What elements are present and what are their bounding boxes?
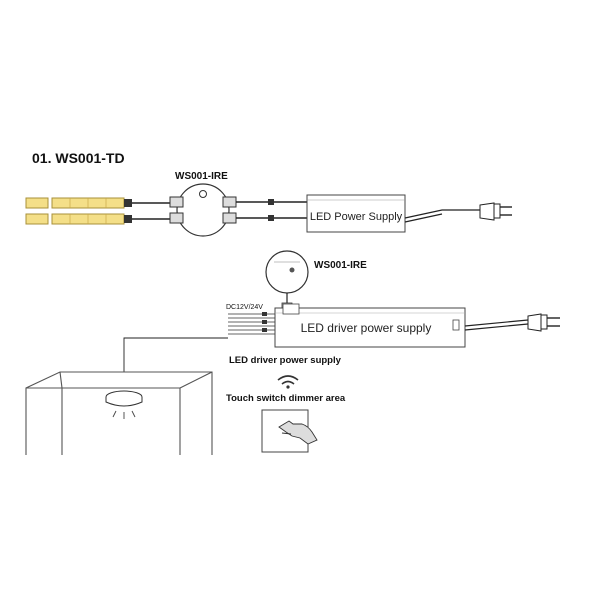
led-strip-segment [25, 197, 49, 209]
terminal-block [222, 212, 237, 224]
sensor-eye-icon [199, 190, 207, 198]
terminal-block [169, 196, 184, 208]
power-cord [404, 209, 480, 219]
output-connectors [262, 312, 267, 332]
hand-icon [278, 420, 318, 445]
puck-light [105, 390, 143, 407]
section-title: 01. WS001-TD [32, 150, 125, 166]
light-rays-icon [112, 410, 136, 419]
power-cord [464, 319, 529, 327]
psu2-label: LED driver power supply [301, 321, 432, 335]
light-wire [123, 337, 228, 372]
sensor-eye-icon [289, 267, 295, 273]
wire-connector [268, 215, 274, 221]
led-strips [25, 197, 132, 225]
power-cord [464, 323, 529, 331]
terminal-block [169, 212, 184, 224]
led-strip-connector [124, 215, 132, 223]
touch-panel [261, 409, 318, 453]
psu1-box [306, 194, 406, 233]
psu1-label: LED Power Supply [310, 211, 403, 223]
psu2-box [274, 303, 466, 348]
power-plug-icon [479, 202, 512, 221]
caption-driver: LED driver power supply [229, 355, 342, 366]
wire-connector [268, 199, 274, 205]
sensor2-label: WS001-IRE [314, 260, 367, 271]
led-strip-connector [124, 199, 132, 207]
sensor1-label: WS001-IRE [175, 171, 228, 182]
power-plug-icon [527, 313, 560, 332]
power-cord [404, 213, 443, 223]
cabinet-outline [25, 371, 213, 455]
voltage-label: DC12V/24V [226, 304, 263, 311]
caption-touch: Touch switch dimmer area [226, 393, 346, 404]
terminal-block [222, 196, 237, 208]
sensor2-module [265, 250, 309, 294]
output-leads [228, 313, 275, 335]
sensor1-module [169, 183, 237, 237]
led-strip-segment [25, 213, 49, 225]
wireless-signal-icon [277, 375, 299, 389]
